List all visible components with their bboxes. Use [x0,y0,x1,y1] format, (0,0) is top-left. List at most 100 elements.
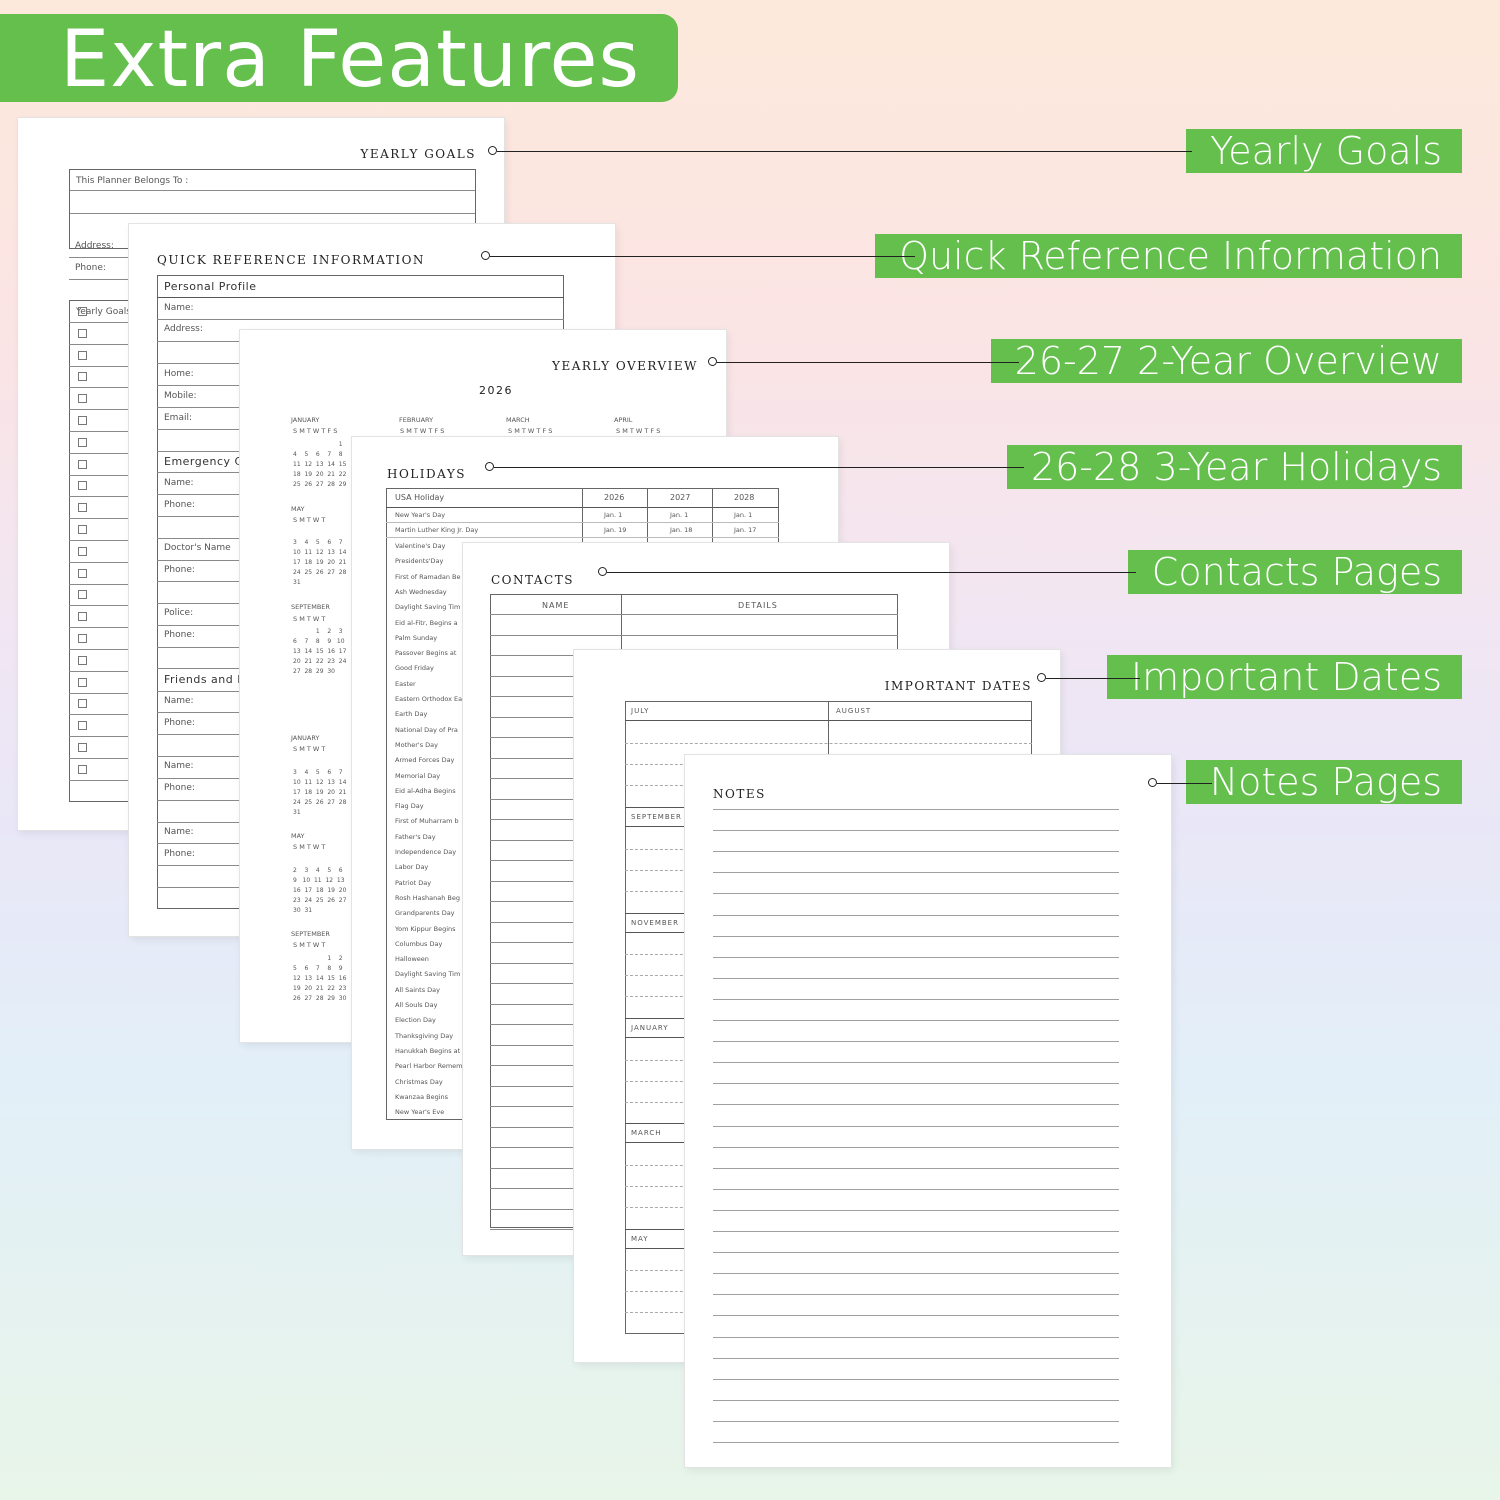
holiday-name: Daylight Saving Tim [395,603,461,612]
month-august: AUGUST [836,707,872,715]
holiday-name: Easter [395,679,416,688]
connector-important-dates [1046,678,1140,679]
weekdays-sep-2027: S M T W T [293,941,326,949]
dot-yearly-goals [488,146,497,155]
friend3-phone-label: Phone: [164,849,195,859]
note-line [713,1188,1119,1190]
holiday-column-header: USA Holiday [395,493,445,502]
holiday-name: Eid al-Adha Begins [395,786,456,795]
month-april: APRIL [614,416,633,424]
goal-checkbox [78,721,87,731]
note-line [713,1442,1119,1443]
personal-profile-label: Personal Profile [164,280,257,293]
month-label: SEPTEMBER [631,813,682,821]
friend2-phone-label: Phone: [164,783,195,793]
goal-checkbox [78,655,87,665]
year-2027-header: 2027 [670,493,691,502]
goal-checkbox [78,372,87,382]
note-line [713,956,1119,958]
holiday-name: All Saints Day [395,985,440,994]
note-line [713,1252,1119,1254]
holiday-name: Memorial Day [395,771,441,780]
home-label: Home: [164,369,194,379]
goal-checkbox [78,350,87,360]
holiday-name: First of Muharram b [395,817,459,826]
holiday-name: Columbus Day [395,939,443,948]
year-2026-header: 2026 [604,493,625,502]
goal-checkbox [78,677,87,687]
address-label: Address: [75,241,114,251]
phone-label: Phone: [75,263,106,273]
holiday-name: Halloween [395,955,429,964]
calendar-jan-2027: 3 4 5 6 7 10 11 12 13 14 17 18 19 20 21 … [293,769,347,816]
note-line [713,1062,1119,1064]
details-column-header: DETAILS [738,601,778,610]
holiday-name: Independence Day [395,848,457,856]
new-years-2026: Jan. 1 [604,511,623,519]
holiday-name: First of Ramadan Be [395,572,461,581]
contacts-title: CONTACTS [491,573,574,587]
banner-title: Extra Features [60,15,641,105]
holiday-name: Kwanzaa Begins [395,1092,449,1101]
emergency-label: Emergency C [164,455,243,468]
goal-checkbox [78,699,87,709]
holiday-name: Good Friday [395,664,434,673]
goal-checkbox [78,328,87,338]
belongs-to-label: This Planner Belongs To : [76,176,189,186]
holiday-name: Christmas Day [395,1077,443,1086]
holiday-name: Earth Day [395,710,428,719]
holiday-name: New Year's Eve [395,1108,445,1117]
doctor-label: Doctor's Name [164,543,231,553]
holiday-name: National Day of Pra [395,725,458,734]
holiday-name: Father's Day [395,832,436,841]
connector-overview [717,362,1019,363]
dot-holidays [485,462,494,471]
month-label: MARCH [631,1129,662,1137]
friend1-phone-label: Phone: [164,718,195,728]
note-line [713,1125,1119,1127]
dot-important-dates [1037,673,1046,682]
new-years-2027: Jan. 1 [670,511,689,519]
note-line [713,1315,1119,1317]
note-line [713,1020,1119,1021]
label-two-year-overview: 26-27 2-Year Overview [990,339,1462,383]
year-2028-header: 2028 [734,493,755,502]
weekdays-jan: S M T W T F S [293,427,338,435]
holiday-name: Daylight Saving Tim [395,970,461,979]
goal-checkbox [78,394,87,404]
holiday-name: Flag Day [395,802,424,811]
overview-year: 2026 [479,384,513,397]
connector-contacts [607,572,1136,573]
holiday-name: Armed Forces Day [395,756,455,765]
new-years-2028: Jan. 1 [734,511,753,519]
quick-reference-title: QUICK REFERENCE INFORMATION [157,253,425,267]
profile-address-label: Address: [164,324,203,334]
police-label: Police: [164,608,194,618]
goal-checkbox [78,459,87,469]
note-line [713,914,1119,916]
weekdays-jan-2027: S M T W T [293,745,326,753]
note-line [713,1209,1119,1211]
goals-header: Yearly Goals [76,307,131,317]
weekdays-may-2027: S M T W T [293,843,326,851]
connector-notes [1157,783,1212,784]
month-january: JANUARY [291,416,320,424]
label-notes-pages: Notes Pages [1185,760,1462,804]
month-label: JANUARY [631,1024,669,1032]
goal-checkbox [78,546,87,556]
note-line [713,1294,1119,1296]
goal-checkbox [78,481,87,491]
calendar-sep-2027: 1 2 5 6 7 8 9 12 13 14 15 16 19 20 21 22… [293,955,347,1002]
connector-holidays [494,467,1024,468]
goal-checkbox [78,416,87,425]
month-september: SEPTEMBER [291,603,330,611]
holiday-new-years-day: New Year's Day [395,511,446,519]
contact-rule [490,634,898,636]
holiday-name: Presidents'Day [395,557,444,566]
emergency-name-label: Name: [164,478,194,488]
label-important-dates: Important Dates [1106,655,1462,699]
holiday-name: Passover Begins at [395,649,457,658]
holiday-name: Thanksgiving Day [395,1031,454,1040]
note-line [713,893,1119,895]
doctor-phone-label: Phone: [164,565,195,575]
